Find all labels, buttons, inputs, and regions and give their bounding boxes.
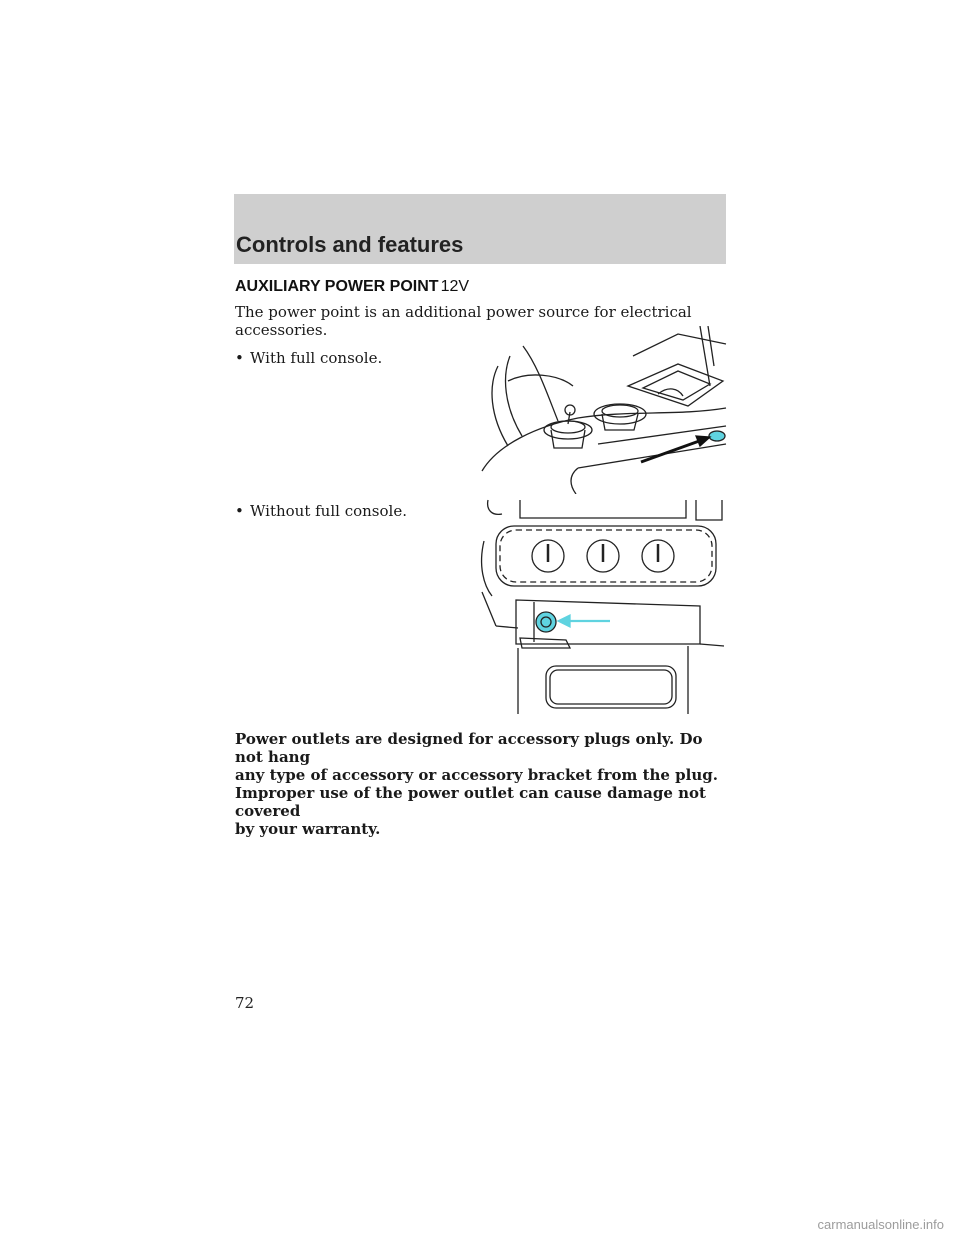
warning-line: Power outlets are designed for accessory… (235, 730, 703, 766)
section-heading-main: AUXILIARY POWER POINT (235, 278, 439, 295)
without-full-console-illustration (480, 499, 725, 714)
page-section-title: Controls and features (236, 232, 464, 257)
header-band (234, 194, 726, 264)
warning-line: by your warranty. (235, 820, 381, 838)
bullet-text: Without full console. (250, 502, 407, 520)
full-console-illustration (481, 326, 727, 494)
bullet-text: With full console. (250, 349, 383, 367)
bullet-without-full-console: • Without full console. (235, 502, 407, 520)
bullet-full-console: • With full console. (235, 349, 382, 367)
page-number: 72 (235, 994, 255, 1012)
warning-line: any type of accessory or accessory brack… (235, 766, 718, 784)
intro-paragraph: The power point is an additional power s… (235, 303, 692, 339)
section-heading-voltage: 12V (440, 278, 470, 295)
site-watermark: carmanualsonline.info (817, 1217, 944, 1232)
warning-line: Improper use of the power outlet can cau… (235, 784, 706, 820)
bullet-marker: • (235, 502, 244, 520)
power-outlet-warning: Power outlets are designed for accessory… (235, 730, 735, 838)
bullet-marker: • (235, 349, 244, 367)
